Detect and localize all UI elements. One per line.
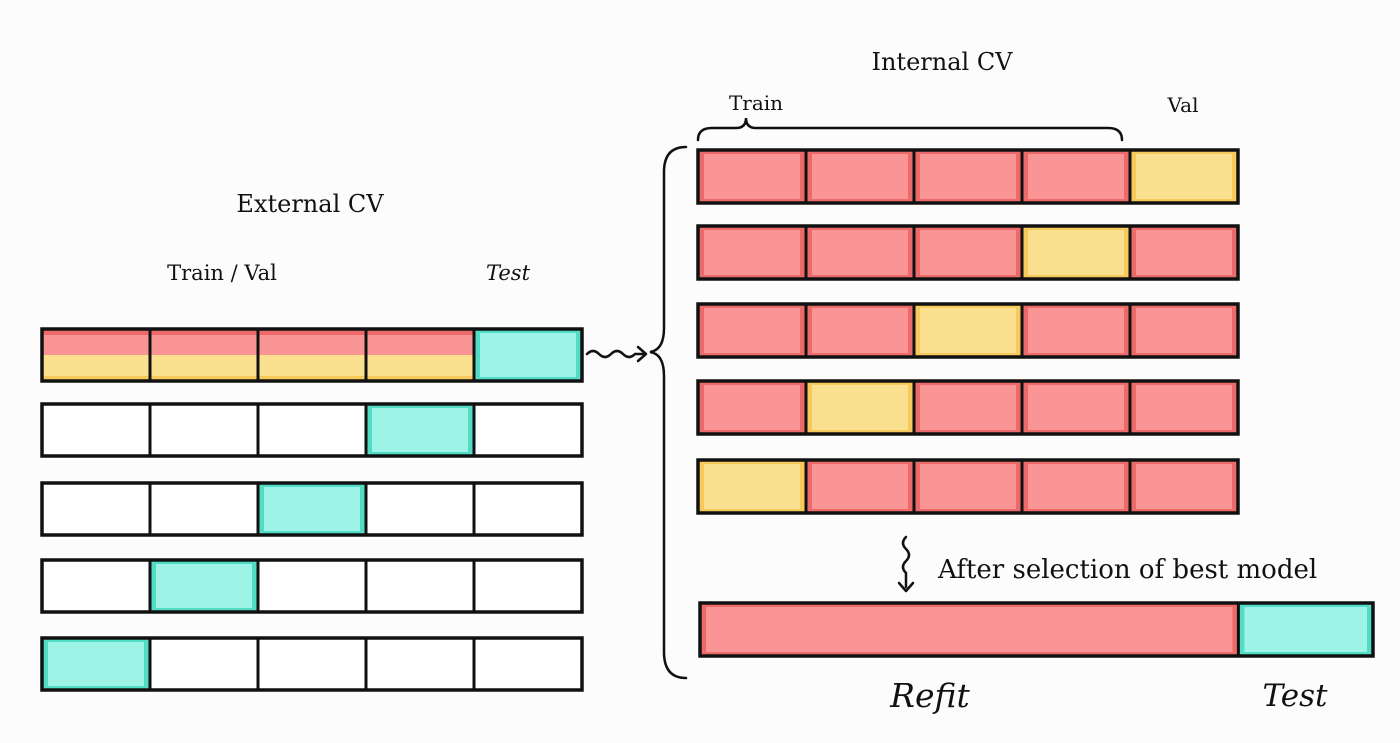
internal-fold-cell-train [806, 304, 914, 357]
external-fold-cell-empty [42, 483, 150, 535]
external-fold-cell-empty [474, 483, 582, 535]
external-fold-cell-trainval [366, 329, 474, 381]
internal-cv-folds [696, 148, 1240, 515]
after-selection-label: After selection of best model [937, 555, 1317, 585]
internal-cv-brace [649, 145, 688, 680]
external-fold-row [40, 481, 584, 537]
external-fold-cell-trainval [150, 329, 258, 381]
internal-fold-cell-train [806, 226, 914, 279]
external-fold-cell-empty [366, 638, 474, 690]
refit-train-segment [700, 603, 1239, 656]
external-fold-row [40, 402, 584, 458]
refit-test-label: Test [1263, 678, 1329, 714]
external-fold-cell-empty [258, 638, 366, 690]
internal-fold-cell-train [698, 150, 806, 203]
internal-fold-row [696, 302, 1240, 359]
internal-fold-cell-train [1022, 150, 1130, 203]
external-fold-cell-test [150, 560, 258, 612]
internal-fold-cell-train [698, 226, 806, 279]
external-fold-cell-empty [258, 560, 366, 612]
internal-fold-row [696, 379, 1240, 436]
internal-fold-cell-val [914, 304, 1022, 357]
internal-fold-cell-val [806, 381, 914, 434]
external-fold-cell-empty [366, 560, 474, 612]
internal-fold-cell-train [914, 381, 1022, 434]
internal-fold-cell-train [1130, 460, 1238, 513]
squiggle-down-arrow-icon [897, 535, 915, 593]
external-fold-cell-trainval [42, 329, 150, 381]
internal-fold-cell-train [1022, 304, 1130, 357]
external-fold-row [40, 636, 584, 692]
external-fold-cell-test [42, 638, 150, 690]
external-cv-title: External CV [236, 190, 384, 218]
internal-fold-cell-train [1130, 226, 1238, 279]
external-fold-cell-empty [258, 404, 366, 456]
external-train-val-label: Train / Val [167, 261, 277, 285]
internal-cv-title: Internal CV [871, 48, 1013, 76]
internal-fold-cell-train [914, 150, 1022, 203]
external-fold-row [40, 327, 584, 383]
internal-fold-row [696, 224, 1240, 281]
internal-fold-cell-train [698, 304, 806, 357]
external-fold-cell-empty [474, 404, 582, 456]
internal-fold-cell-train [1130, 304, 1238, 357]
refit-bar [698, 601, 1375, 658]
internal-val-label: Val [1167, 93, 1199, 117]
external-fold-cell-empty [474, 560, 582, 612]
internal-fold-cell-train [1022, 381, 1130, 434]
internal-fold-cell-val [1130, 150, 1238, 203]
internal-fold-cell-train [1130, 381, 1238, 434]
internal-fold-cell-val [698, 460, 806, 513]
refit-label: Refit [889, 676, 970, 715]
internal-fold-cell-val [1022, 226, 1130, 279]
internal-fold-cell-train [1022, 460, 1130, 513]
external-fold-cell-empty [150, 638, 258, 690]
external-fold-cell-empty [42, 560, 150, 612]
external-fold-cell-test [258, 483, 366, 535]
external-fold-cell-trainval [258, 329, 366, 381]
external-fold-cell-test [474, 329, 582, 381]
external-test-label: Test [486, 261, 531, 285]
internal-fold-row [696, 148, 1240, 205]
internal-fold-cell-train [806, 150, 914, 203]
external-fold-cell-empty [474, 638, 582, 690]
internal-fold-cell-train [698, 381, 806, 434]
external-fold-cell-empty [366, 483, 474, 535]
internal-fold-cell-train [806, 460, 914, 513]
external-fold-cell-empty [42, 404, 150, 456]
external-fold-cell-test [366, 404, 474, 456]
internal-train-label: Train [729, 91, 783, 115]
external-cv-folds [40, 327, 584, 692]
internal-fold-row [696, 458, 1240, 515]
external-fold-row [40, 558, 584, 614]
train-brace [696, 117, 1124, 142]
internal-fold-cell-train [914, 460, 1022, 513]
refit-test-segment [1238, 603, 1373, 656]
external-fold-cell-empty [150, 404, 258, 456]
squiggle-arrow-icon [585, 345, 648, 363]
internal-fold-cell-train [914, 226, 1022, 279]
external-fold-cell-empty [150, 483, 258, 535]
